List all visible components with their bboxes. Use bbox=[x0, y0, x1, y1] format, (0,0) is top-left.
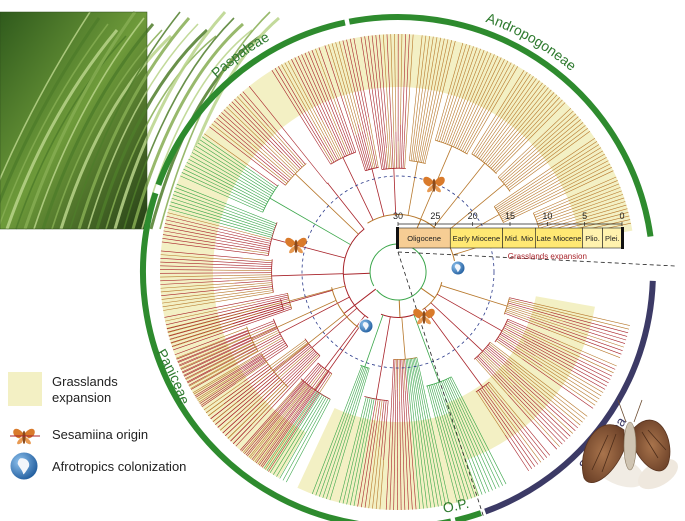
legend-origin-label: Sesamiina origin bbox=[52, 427, 148, 442]
divider-line-lower bbox=[397, 251, 485, 519]
phylogeny-tree bbox=[160, 33, 632, 510]
timescale-tick: 20 bbox=[468, 211, 478, 221]
timescale-tick: 10 bbox=[542, 211, 552, 221]
epoch-label: Early Miocene bbox=[453, 234, 501, 243]
moth-photo bbox=[582, 399, 678, 490]
grasslands-expansion-label: Grasslands expansion bbox=[508, 252, 587, 261]
timescale-tick: 30 bbox=[393, 211, 403, 221]
clade-label-op: O.P. bbox=[441, 495, 470, 516]
epoch-label: Oligocene bbox=[407, 234, 441, 243]
moth-icon bbox=[10, 428, 40, 445]
epoch-label: Mid. Mio bbox=[505, 234, 533, 243]
time-circle-outer bbox=[301, 175, 495, 369]
africa-globe-icon bbox=[358, 318, 374, 334]
legend-colonization-label: Afrotropics colonization bbox=[52, 459, 186, 474]
epoch-label: Plei. bbox=[605, 234, 620, 243]
timescale-tick: 15 bbox=[505, 211, 515, 221]
moth-icon bbox=[413, 308, 435, 325]
africa-globe-icon bbox=[9, 451, 39, 481]
grasslands-band bbox=[159, 33, 633, 511]
timescale-tick: 5 bbox=[582, 211, 587, 221]
timescale-tick: 25 bbox=[430, 211, 440, 221]
timescale-tick: 0 bbox=[619, 211, 624, 221]
divider-line-upper bbox=[397, 251, 676, 267]
clade-arcs bbox=[140, 14, 656, 521]
epoch-label: Plio. bbox=[585, 234, 600, 243]
moth-icon bbox=[423, 176, 445, 193]
africa-globe-icon bbox=[450, 260, 466, 276]
legend-grasslands-swatch bbox=[8, 372, 42, 406]
moth-icon bbox=[285, 237, 307, 254]
epoch-label: Late Miocene bbox=[536, 234, 581, 243]
